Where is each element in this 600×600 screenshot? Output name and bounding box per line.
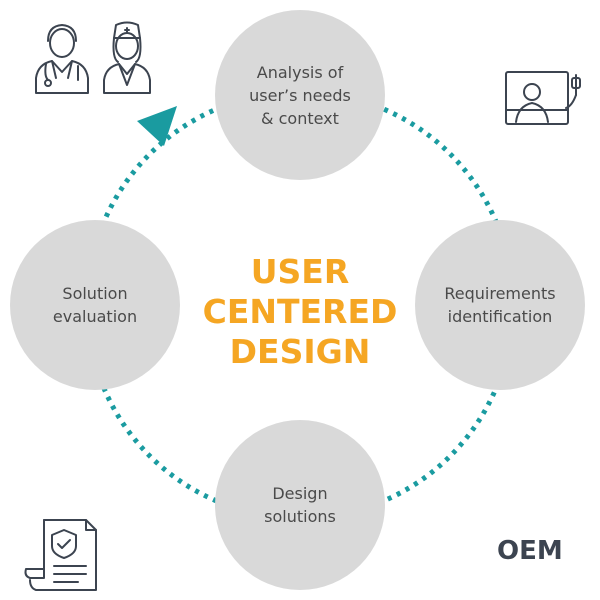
stage-node-analysis: Analysis of user’s needs & context bbox=[215, 10, 385, 180]
nurse-icon bbox=[103, 21, 151, 94]
cycle-arrow-icon bbox=[137, 106, 177, 146]
brand-logo-text: OEM bbox=[497, 536, 563, 566]
stage-label-analysis: Analysis of user’s needs & context bbox=[249, 62, 351, 128]
stage-node-evaluation: Solution evaluation bbox=[10, 220, 180, 390]
stage-label-design: Design solutions bbox=[264, 484, 336, 526]
certificate-shield-icon bbox=[24, 519, 97, 591]
stage-node-requirements: Requirements identification bbox=[415, 220, 585, 390]
doctor-icon bbox=[35, 24, 89, 94]
patient-in-bed-icon bbox=[505, 71, 581, 125]
center-title: USER CENTERED DESIGN bbox=[202, 252, 398, 371]
stage-label-evaluation: Solution evaluation bbox=[52, 284, 138, 326]
stage-node-design: Design solutions bbox=[215, 420, 385, 590]
stage-label-requirements: Requirements identification bbox=[444, 284, 556, 326]
